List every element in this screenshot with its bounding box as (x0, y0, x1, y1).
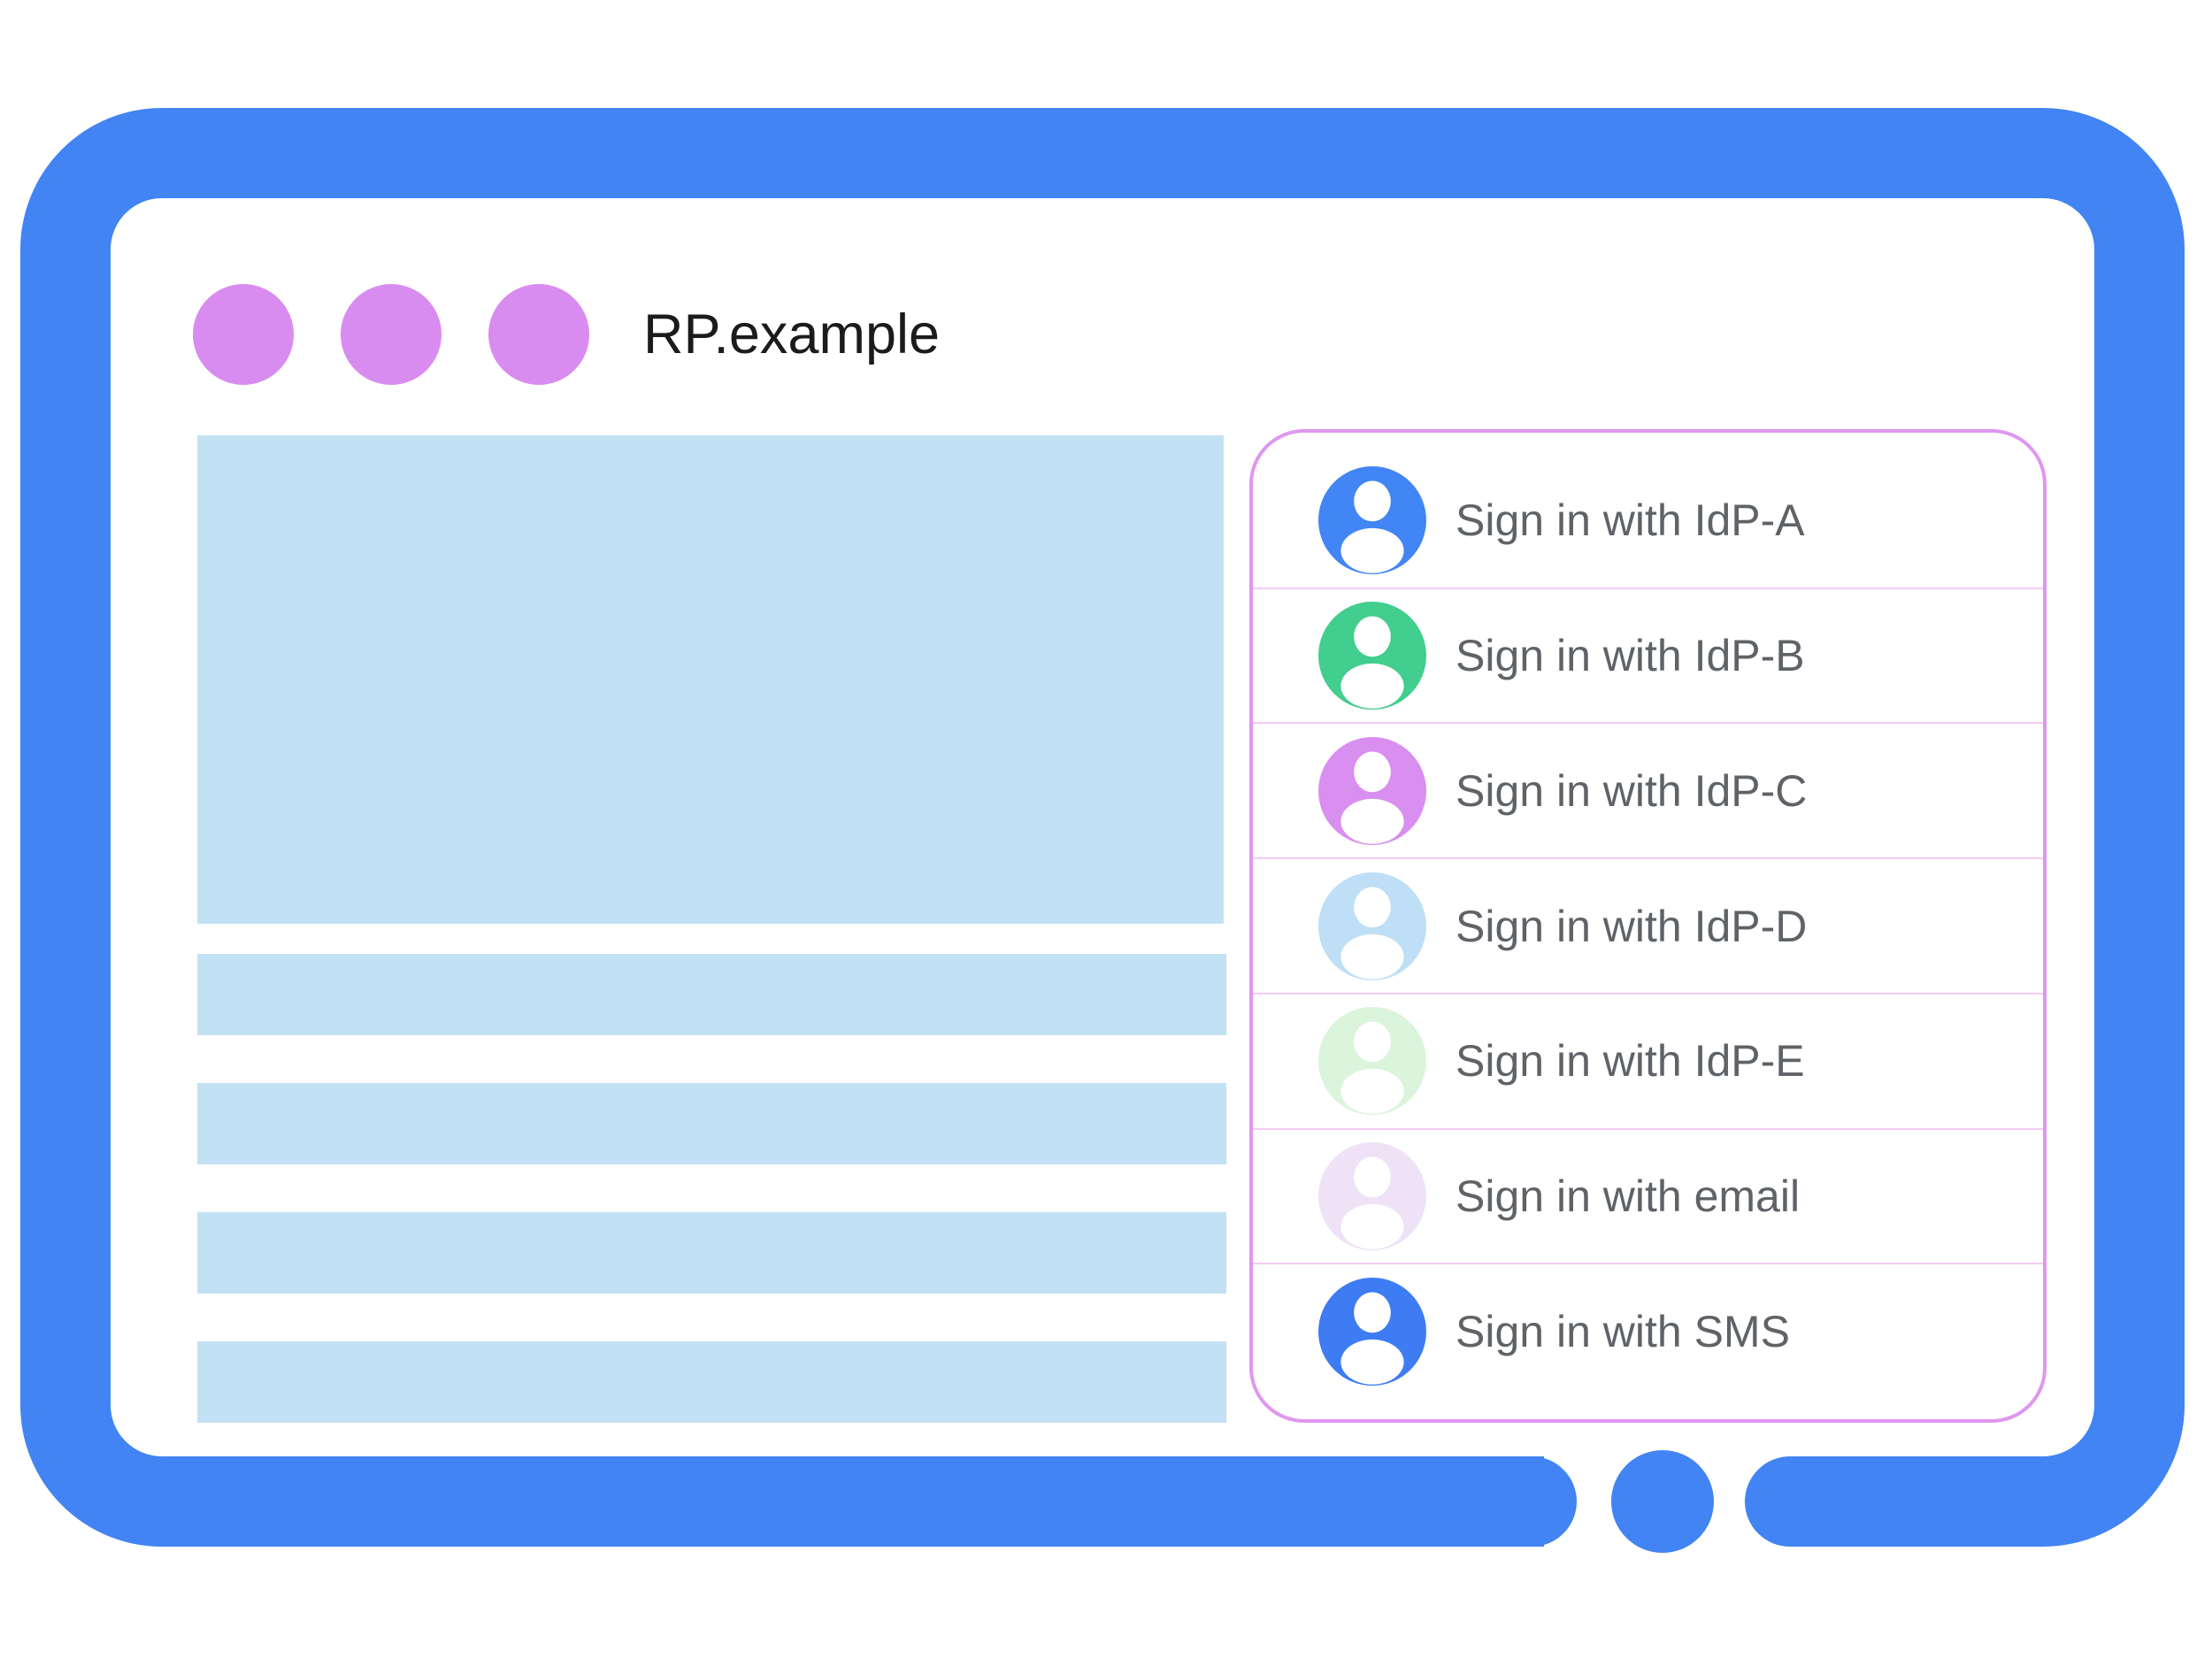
person-icon (1318, 1007, 1426, 1116)
signin-option-label: Sign in with IdP-B (1455, 631, 1805, 681)
frame-bottom-bar-right (1745, 1456, 1902, 1547)
content-placeholder-line (197, 1212, 1226, 1294)
site-title: RP.example (643, 303, 941, 365)
person-icon (1318, 1277, 1426, 1386)
signin-option-label: Sign in with IdP-D (1455, 901, 1808, 951)
signin-dialog: Sign in with IdP-A Sign in with IdP-B Sign… (1249, 429, 2047, 1423)
content-placeholder-line (197, 954, 1226, 1035)
signin-option-idp-b[interactable]: Sign in with IdP-B (1253, 587, 2043, 723)
signin-option-idp-c[interactable]: Sign in with IdP-C (1253, 722, 2043, 857)
window-control-dot (341, 284, 442, 385)
signin-option-email[interactable]: Sign in with email (1253, 1127, 2043, 1263)
content-placeholder-line (197, 1083, 1226, 1164)
home-button (1611, 1450, 1714, 1553)
frame-bottom-bar-left (1442, 1456, 1577, 1547)
signin-option-label: Sign in with email (1455, 1171, 1801, 1221)
signin-option-idp-d[interactable]: Sign in with IdP-D (1253, 857, 2043, 993)
person-icon (1318, 872, 1426, 980)
signin-option-idp-e[interactable]: Sign in with IdP-E (1253, 992, 2043, 1128)
person-icon (1318, 466, 1426, 575)
signin-option-label: Sign in with IdP-E (1455, 1036, 1805, 1087)
signin-option-idp-a[interactable]: Sign in with IdP-A (1253, 454, 2043, 588)
signin-option-label: Sign in with IdP-C (1455, 765, 1808, 816)
window-control-dot (193, 284, 294, 385)
content-placeholder-hero (197, 435, 1224, 924)
signin-option-label: Sign in with SMS (1455, 1306, 1790, 1356)
person-icon (1318, 602, 1426, 710)
signin-option-sms[interactable]: Sign in with SMS (1253, 1263, 2043, 1398)
signin-option-label: Sign in with IdP-A (1455, 495, 1805, 546)
content-placeholder-line (197, 1341, 1226, 1423)
person-icon (1318, 1141, 1426, 1250)
window-control-dot (488, 284, 589, 385)
person-icon (1318, 736, 1426, 845)
